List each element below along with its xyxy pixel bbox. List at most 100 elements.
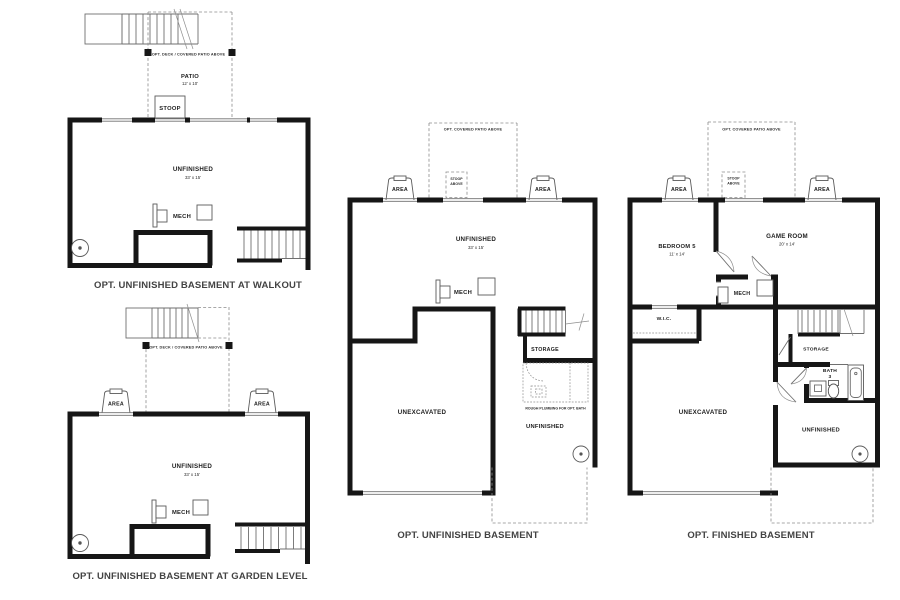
mech-label: MECH bbox=[173, 214, 191, 220]
wic-label: W.I.C. bbox=[657, 316, 672, 322]
interior-stairs bbox=[797, 308, 865, 337]
water-heater-icon bbox=[152, 203, 168, 228]
furnace-icon bbox=[196, 204, 213, 221]
plan-walkout: OPT. DECK / COVERED PATIO ABOVE PATIO 12… bbox=[60, 8, 320, 278]
window-well-right bbox=[807, 175, 837, 201]
plan-unfinished: OPT. COVERED PATIO ABOVE STOOP ABOVE ARE… bbox=[340, 110, 605, 550]
storage-label: STORAGE bbox=[531, 347, 559, 353]
bath-label-line1: BATH bbox=[823, 368, 837, 374]
patio-outline bbox=[144, 11, 236, 118]
windows bbox=[643, 198, 842, 495]
plan-caption-walkout: OPT. UNFINISHED BASEMENT AT WALKOUT bbox=[94, 280, 302, 291]
stoop-label-line2: ABOVE bbox=[727, 182, 740, 186]
deck-post bbox=[144, 49, 152, 56]
bedroom-label: BEDROOM 5 bbox=[658, 244, 696, 250]
window-well-left bbox=[385, 175, 415, 201]
plan-caption-unfinished: OPT. UNFINISHED BASEMENT bbox=[397, 530, 539, 541]
storage-label: STORAGE bbox=[803, 347, 829, 353]
deck-stairs bbox=[125, 303, 200, 343]
patio-label: PATIO bbox=[181, 74, 199, 80]
interior-walls bbox=[627, 197, 880, 468]
unexcavated-label: UNEXCAVATED bbox=[679, 409, 728, 416]
plan-garden-drawing: OPT. DECK / COVERED PATIO ABOVE AREA ARE… bbox=[67, 303, 310, 564]
interior-stairs bbox=[237, 226, 306, 263]
furnace-icon bbox=[756, 279, 774, 297]
plan-finished-drawing: OPT. COVERED PATIO ABOVE STOOP ABOVE ARE… bbox=[627, 121, 880, 524]
plan-walkout-drawing: OPT. DECK / COVERED PATIO ABOVE PATIO 12… bbox=[67, 8, 311, 270]
stoop-label-line2: ABOVE bbox=[450, 182, 463, 186]
window-well-left bbox=[664, 175, 694, 201]
exterior-walls bbox=[347, 197, 598, 496]
doors bbox=[715, 250, 807, 403]
area-label-left: AREA bbox=[392, 187, 408, 193]
mech-label: MECH bbox=[172, 510, 190, 516]
stoop bbox=[154, 95, 186, 119]
water-heater-icon bbox=[435, 279, 451, 304]
furnace-icon bbox=[477, 277, 496, 296]
bath-label-line2: 3 bbox=[829, 374, 832, 380]
footprint-outline bbox=[770, 467, 874, 524]
toilet-icon bbox=[827, 383, 840, 399]
interior-stairs bbox=[525, 310, 590, 334]
furnace-icon bbox=[192, 499, 209, 516]
windows bbox=[363, 198, 562, 495]
plan-caption-finished: OPT. FINISHED BASEMENT bbox=[687, 530, 815, 541]
interior-stairs bbox=[235, 522, 306, 553]
room-dims: 33' x 15' bbox=[468, 245, 484, 250]
room-label: UNFINISHED bbox=[456, 236, 497, 243]
deck-label: OPT. DECK / COVERED PATIO ABOVE bbox=[149, 346, 223, 350]
bathtub-icon bbox=[847, 364, 864, 401]
patio-label: OPT. COVERED PATIO ABOVE bbox=[444, 128, 503, 132]
bath-fixtures bbox=[809, 364, 864, 401]
plan-finished: OPT. COVERED PATIO ABOVE STOOP ABOVE ARE… bbox=[620, 110, 890, 550]
area-label-right: AREA bbox=[254, 402, 270, 408]
rough-plumbing-label: ROUGH PLUMBING FOR OPT. BATH bbox=[525, 407, 586, 411]
patio-outline bbox=[142, 307, 233, 412]
footprint-outline bbox=[491, 467, 588, 524]
plan-garden: OPT. DECK / COVERED PATIO ABOVE AREA ARE… bbox=[60, 300, 320, 572]
room-dims: 33' x 15' bbox=[185, 175, 201, 180]
plan-unfinished-drawing: OPT. COVERED PATIO ABOVE STOOP ABOVE ARE… bbox=[347, 122, 598, 524]
sump-pump-icon bbox=[851, 445, 869, 463]
stoop-label-line1: STOOP bbox=[727, 177, 740, 181]
patio-label: OPT. COVERED PATIO ABOVE bbox=[722, 128, 781, 132]
window-well-left bbox=[101, 388, 131, 414]
area-label-left: AREA bbox=[671, 187, 687, 193]
deck-post bbox=[225, 342, 233, 349]
sump-pump-icon bbox=[572, 445, 590, 463]
water-heater-icon bbox=[717, 286, 729, 304]
vanity-sink-icon bbox=[809, 380, 827, 397]
room-label: UNFINISHED bbox=[173, 166, 214, 173]
rough-plumbing-outline bbox=[522, 362, 589, 403]
windows bbox=[99, 412, 278, 416]
exterior-walls bbox=[67, 117, 311, 270]
mech-label: MECH bbox=[454, 290, 472, 296]
interior-walls bbox=[347, 306, 598, 496]
window-well-right bbox=[528, 175, 558, 201]
deck-label: OPT. DECK / COVERED PATIO ABOVE bbox=[152, 53, 226, 57]
windows bbox=[102, 118, 277, 122]
lower-room-label: UNFINISHED bbox=[526, 424, 564, 430]
room-label: UNFINISHED bbox=[172, 463, 213, 470]
lower-room-label: UNFINISHED bbox=[802, 428, 840, 434]
exterior-walls bbox=[627, 197, 880, 496]
patio-dims: 12' x 10' bbox=[182, 81, 198, 86]
patio-outline bbox=[707, 121, 796, 198]
window-well-right bbox=[247, 388, 277, 414]
bedroom-dims: 11' x 14' bbox=[669, 252, 685, 257]
gameroom-label: GAME ROOM bbox=[766, 233, 808, 240]
unexcavated-label: UNEXCAVATED bbox=[398, 409, 447, 416]
mech-label: MECH bbox=[734, 291, 751, 297]
deck-stairs bbox=[84, 8, 199, 50]
sump-pump-icon bbox=[71, 239, 89, 257]
stoop-label-line1: STOOP bbox=[450, 177, 463, 181]
deck-post bbox=[228, 49, 236, 56]
area-label-right: AREA bbox=[535, 187, 551, 193]
patio-outline bbox=[428, 122, 518, 198]
sump-pump-icon bbox=[71, 534, 89, 552]
gameroom-dims: 20' x 14' bbox=[779, 242, 795, 247]
deck-post bbox=[142, 342, 150, 349]
room-dims: 33' x 15' bbox=[184, 472, 200, 477]
stoop-label: STOOP bbox=[159, 106, 180, 112]
